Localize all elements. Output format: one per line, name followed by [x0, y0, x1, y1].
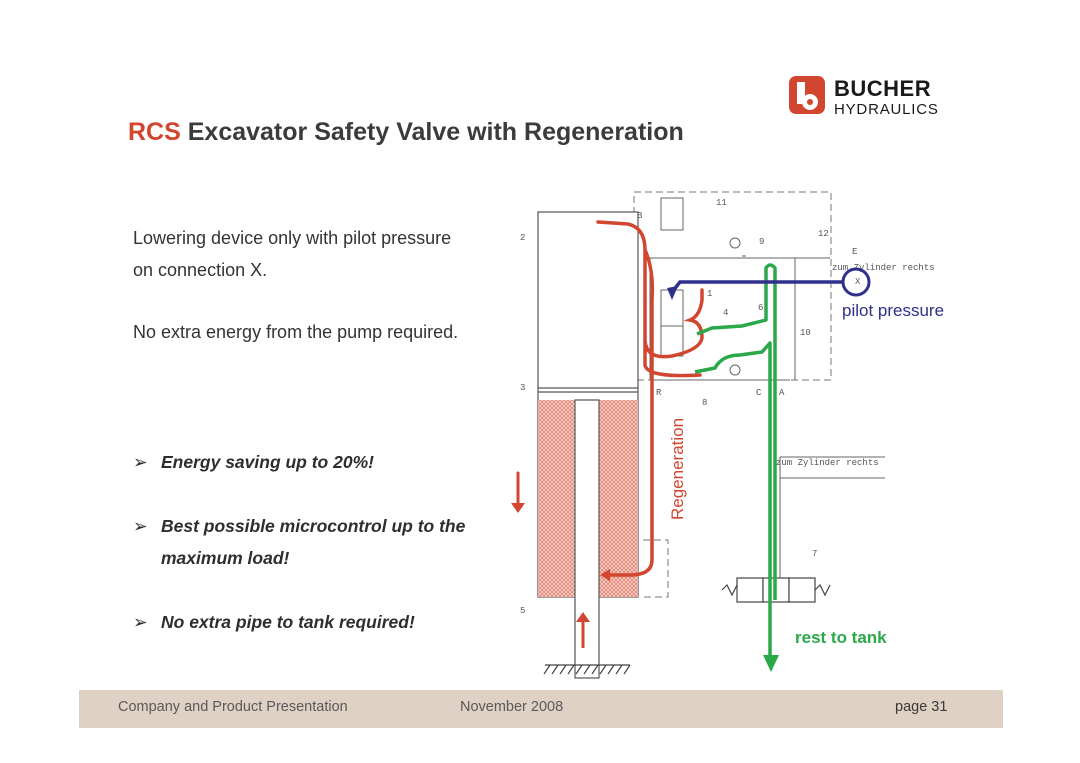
bullet-arrow-icon: ➢ [133, 452, 148, 472]
cylinder [537, 211, 639, 679]
pilot-arrow-icon [667, 286, 678, 300]
tank-flow [694, 263, 777, 658]
bullet-arrow-icon: ➢ [133, 612, 148, 632]
callout-11: 11 [716, 198, 727, 208]
callout-7: 7 [812, 549, 817, 559]
callout-4: 4 [723, 308, 728, 318]
title-accent: RCS [128, 118, 181, 146]
bullet-microcontrol: ➢ Best possible microcontrol up to the m… [133, 510, 473, 574]
callout-12: 12 [818, 229, 829, 239]
port-a: A [779, 388, 785, 398]
valve-block-outline [633, 191, 832, 381]
footer-page-number: page 31 [895, 699, 948, 715]
port-e: E [852, 247, 857, 257]
title-text: Excavator Safety Valve with Regeneration [180, 118, 684, 146]
red-arrow-up-icon [576, 612, 590, 622]
green-arrow-down-icon [763, 655, 779, 672]
footer-date: November 2008 [460, 699, 564, 715]
bullet-text: No extra pipe to tank required! [161, 612, 415, 632]
callout-6: 6 [758, 303, 763, 313]
bullet-text: Energy saving up to 20%! [161, 452, 374, 472]
callout-10: 10 [800, 328, 811, 338]
logo-wordmark-hydraulics: HYDRAULICS [834, 101, 939, 118]
bucher-logo-icon [789, 76, 825, 114]
port-x: X [855, 277, 861, 287]
bullet-text: Best possible microcontrol up to the max… [161, 516, 466, 568]
regeneration-flow [516, 220, 704, 577]
port-c: C [756, 388, 762, 398]
paragraph-pilot-pressure: Lowering device only with pilot pressure… [133, 228, 452, 280]
callout-2: 2 [520, 233, 525, 243]
hydraulic-schematic: 11 2 9 12 1 4 6 10 3 8 7 5 B E X R C A z… [511, 191, 935, 679]
callout-1: 1 [707, 289, 712, 299]
footer-bar [79, 690, 1003, 728]
callout-3: 3 [520, 383, 525, 393]
logo-wordmark-bucher: BUCHER [834, 76, 932, 101]
bullet-energy-saving: ➢ Energy saving up to 20%! [133, 446, 473, 478]
callout-5: 5 [520, 606, 525, 616]
paragraph-no-extra-energy: No extra energy from the pump required. [133, 322, 459, 342]
label-rest-to-tank: rest to tank [795, 628, 887, 647]
callout-9: 9 [759, 237, 764, 247]
callout-8: 8 [702, 398, 707, 408]
cylinder-note-top: zum Zylinder rechts [832, 263, 935, 273]
flow-arrow-left-icon [600, 569, 610, 581]
ground-anchor [543, 664, 631, 675]
port-b: B [637, 211, 643, 221]
bullet-arrow-icon: ➢ [133, 516, 148, 536]
label-pilot-pressure: pilot pressure [842, 301, 945, 320]
red-arrow-down-icon [511, 503, 525, 513]
port-r: R [656, 388, 662, 398]
cylinder-note-bottom: zum Zylinder rechts [776, 458, 879, 468]
bullet-no-extra-pipe: ➢ No extra pipe to tank required! [133, 606, 473, 638]
footer-company: Company and Product Presentation [118, 699, 348, 715]
slide-title: RCS Excavator Safety Valve with Regenera… [128, 118, 684, 147]
label-regeneration: Regeneration [668, 417, 687, 520]
